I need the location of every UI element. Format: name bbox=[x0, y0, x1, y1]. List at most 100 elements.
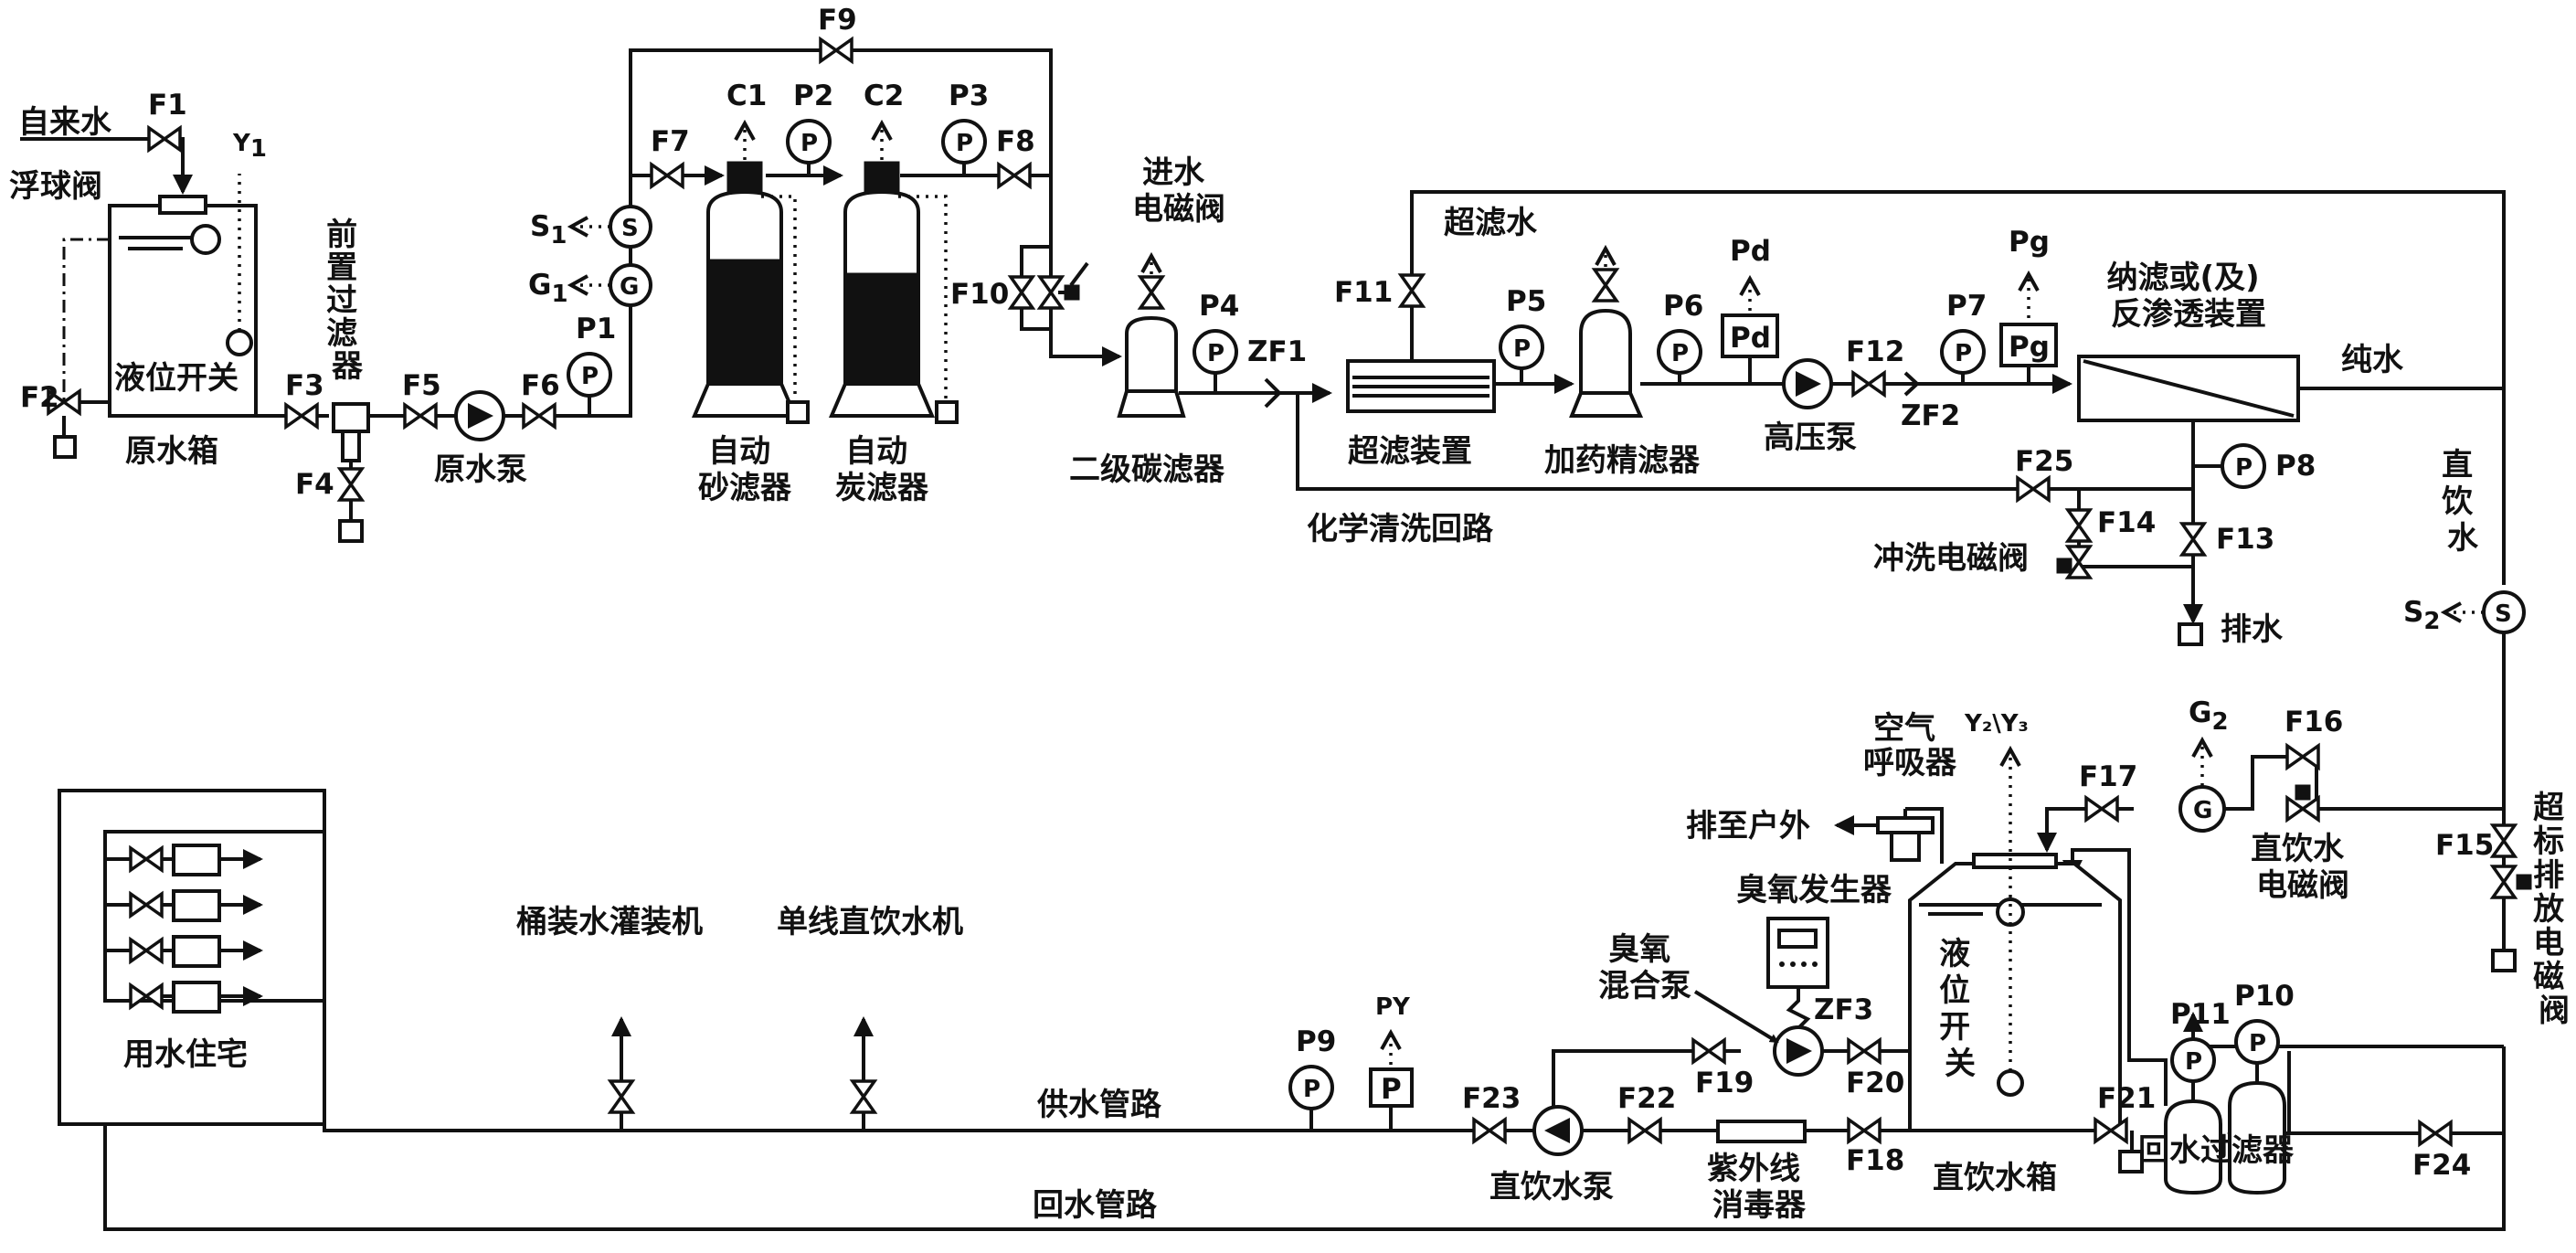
prefilter-char-3: 过 bbox=[326, 282, 357, 319]
gauge-face: P bbox=[2235, 454, 2253, 482]
direct-water-char-3: 水 bbox=[2447, 520, 2479, 557]
tap-water-label: 自来水 bbox=[18, 104, 112, 141]
residence-building: 用水住宅 bbox=[58, 789, 326, 1126]
direct-water-tank: 液 位 开 关 直饮水箱 bbox=[1908, 749, 2144, 1196]
sensor-s2-label: S2 bbox=[2403, 596, 2440, 635]
quality-sensors bbox=[571, 123, 2526, 833]
users: 桶装水灌装机 单线直饮水机 供水管路 回水管路 bbox=[516, 904, 1162, 1224]
valve-f17-label: F17 bbox=[2079, 760, 2137, 793]
tank-switch-char-4: 关 bbox=[1945, 1046, 1976, 1082]
prefilter: 前 置 过 滤 器 bbox=[326, 217, 370, 543]
valve-f14-label: F14 bbox=[2097, 506, 2156, 539]
gauge-face: P bbox=[1207, 340, 1224, 367]
direct-solenoid-label-1: 直饮水 bbox=[2251, 831, 2345, 867]
prefilter-char-2: 置 bbox=[326, 250, 357, 286]
supply-pipe-label: 供水管路 bbox=[1036, 1087, 1162, 1123]
dosing-filter: 加药精滤器 bbox=[1544, 249, 1701, 479]
air-breather-label-2: 呼吸器 bbox=[1863, 745, 1957, 781]
inlet-solenoid-valve: 进水 电磁阀 bbox=[1058, 154, 1225, 301]
uf-unit: 超滤水 超滤装置 bbox=[1346, 205, 1538, 470]
inlet-solenoid-label-1: 进水 bbox=[1142, 154, 1205, 191]
gauge-face: P bbox=[1513, 335, 1531, 363]
sensor-y23-label: Y₂\Y₃ bbox=[1964, 710, 2029, 738]
gauge-face: P bbox=[581, 363, 599, 390]
sand-filter-label-2: 砂滤器 bbox=[698, 470, 792, 506]
gauge-labels: P1 P2 P3 P4 P5 P6 P7 P8 P9 P10 P11 C1 C2… bbox=[232, 80, 2440, 1058]
pressure-gauges bbox=[567, 119, 2280, 1131]
gauge-p11-label: P11 bbox=[2170, 998, 2231, 1031]
uv-label-2: 消毒器 bbox=[1712, 1187, 1807, 1224]
svg-text:直 饮 水: 直 饮 水 bbox=[2442, 447, 2484, 557]
valve-f13-label: F13 bbox=[2216, 523, 2274, 556]
uf-water-label: 超滤水 bbox=[1444, 205, 1538, 241]
sensor-c2-label: C2 bbox=[864, 80, 904, 112]
valve-f24-label: F24 bbox=[2412, 1149, 2471, 1182]
carbon-filter-label-2: 炭滤器 bbox=[835, 470, 929, 506]
svg-text:超 标 排 放: 超 标 排 放 电 磁 阀 bbox=[2533, 790, 2575, 1029]
valve-f2-label: F2 bbox=[20, 381, 59, 414]
gauge-face: P bbox=[2185, 1048, 2202, 1076]
overlimit-char-5: 电 bbox=[2533, 925, 2564, 961]
valve-f8-label: F8 bbox=[996, 125, 1035, 158]
overlimit-char-6: 磁 bbox=[2533, 959, 2564, 995]
uv-label-1: 紫外线 bbox=[1707, 1151, 1800, 1187]
gauge-p6-label: P6 bbox=[1663, 290, 1703, 323]
raw-water-pump: 原水泵 bbox=[434, 390, 527, 488]
bottling-label: 桶装水灌装机 bbox=[516, 904, 703, 940]
air-breather: 空气 呼吸器 排至户外 bbox=[1686, 710, 1957, 864]
gauge-p4-label: P4 bbox=[1199, 290, 1239, 323]
float-valve-label: 浮球阀 bbox=[9, 168, 102, 205]
valve-f20-label: F20 bbox=[1846, 1067, 1904, 1099]
flush-solenoid-label: 冲洗电磁阀 bbox=[1873, 540, 2029, 577]
tank-switch-char-3: 开 bbox=[1939, 1009, 1970, 1046]
raw-pump-label: 原水泵 bbox=[434, 451, 527, 488]
valve-f7-label: F7 bbox=[651, 125, 690, 158]
pg-sensor: Pg Pg bbox=[1999, 226, 2058, 384]
svg-text:紫外线 消毒器: 紫外线 消毒器 bbox=[1707, 1151, 1811, 1224]
svg-text:臭氧 混合泵: 臭氧 混合泵 bbox=[1598, 931, 1691, 1004]
direct-water-pump: 直饮水泵 bbox=[1489, 1105, 1614, 1205]
main-piping bbox=[20, 48, 2506, 1231]
pd-sensor: Pd Pd bbox=[1721, 235, 1779, 384]
overlimit-char-4: 放 bbox=[2533, 891, 2564, 928]
svg-text:纳滤或(及) 反渗透装置: 纳滤或(及) 反渗透装置 bbox=[2107, 260, 2271, 333]
air-breather-label-1: 空气 bbox=[1873, 710, 1935, 747]
valve-f25-label: F25 bbox=[2015, 445, 2073, 478]
hp-pump-label: 高压泵 bbox=[1764, 419, 1857, 456]
gauge-p2-label: P2 bbox=[793, 80, 833, 112]
prefilter-char-1: 前 bbox=[326, 217, 357, 253]
prefilter-char-4: 滤 bbox=[326, 315, 357, 352]
prefilter-char-5: 器 bbox=[332, 348, 364, 385]
gauge-p3-label: P3 bbox=[949, 80, 989, 112]
valve-f18-label: F18 bbox=[1846, 1144, 1904, 1177]
valve-f4-label: F4 bbox=[295, 468, 334, 501]
raw-tank-label: 原水箱 bbox=[125, 433, 218, 470]
pure-water-label: 纯水 bbox=[2341, 342, 2404, 378]
gauge-face: P bbox=[1671, 340, 1689, 367]
valve-f19-label: F19 bbox=[1695, 1067, 1754, 1099]
p-sensor-label: P bbox=[1381, 1073, 1402, 1106]
raw-water-tank: 自来水 浮球阀 液位开关 原水箱 bbox=[9, 104, 258, 470]
overlimit-char-3: 排 bbox=[2533, 857, 2564, 894]
direct-solenoid: 直饮水 电磁阀 bbox=[2251, 784, 2349, 904]
sand-filter-label-1: 自动 bbox=[708, 433, 770, 470]
check-zf3-label: ZF3 bbox=[1814, 993, 1873, 1026]
sensor-y1-label: Y1 bbox=[232, 130, 267, 163]
gauge-face: P bbox=[956, 130, 973, 157]
valve-f15-label: F15 bbox=[2435, 829, 2494, 862]
vent-outside-label: 排至户外 bbox=[1686, 808, 1810, 844]
chem-clean-label: 化学清洗回路 bbox=[1307, 511, 1494, 547]
ozone-pump-label-1: 臭氧 bbox=[1608, 931, 1670, 968]
pg-label: Pg bbox=[2009, 331, 2050, 364]
inlet-solenoid-label-2: 电磁阀 bbox=[1132, 191, 1225, 228]
nf-ro-unit: 纳滤或(及) 反渗透装置 纯水 化学清洗回路 冲洗电磁阀 排水 直 饮 水 bbox=[1307, 260, 2484, 648]
direct-water-char-1: 直 bbox=[2442, 447, 2473, 483]
sensor-face: G bbox=[2193, 797, 2212, 824]
gauge-p1-label: P1 bbox=[576, 313, 616, 345]
pd-top-label: Pd bbox=[1730, 235, 1771, 268]
carbon-filter: 自动 炭滤器 bbox=[828, 161, 959, 506]
return-filters: 回水过滤器 bbox=[2138, 1080, 2504, 1195]
overlimit-char-2: 标 bbox=[2533, 823, 2564, 860]
valve-f3-label: F3 bbox=[285, 369, 324, 402]
valve-f22-label: F22 bbox=[1617, 1082, 1676, 1115]
